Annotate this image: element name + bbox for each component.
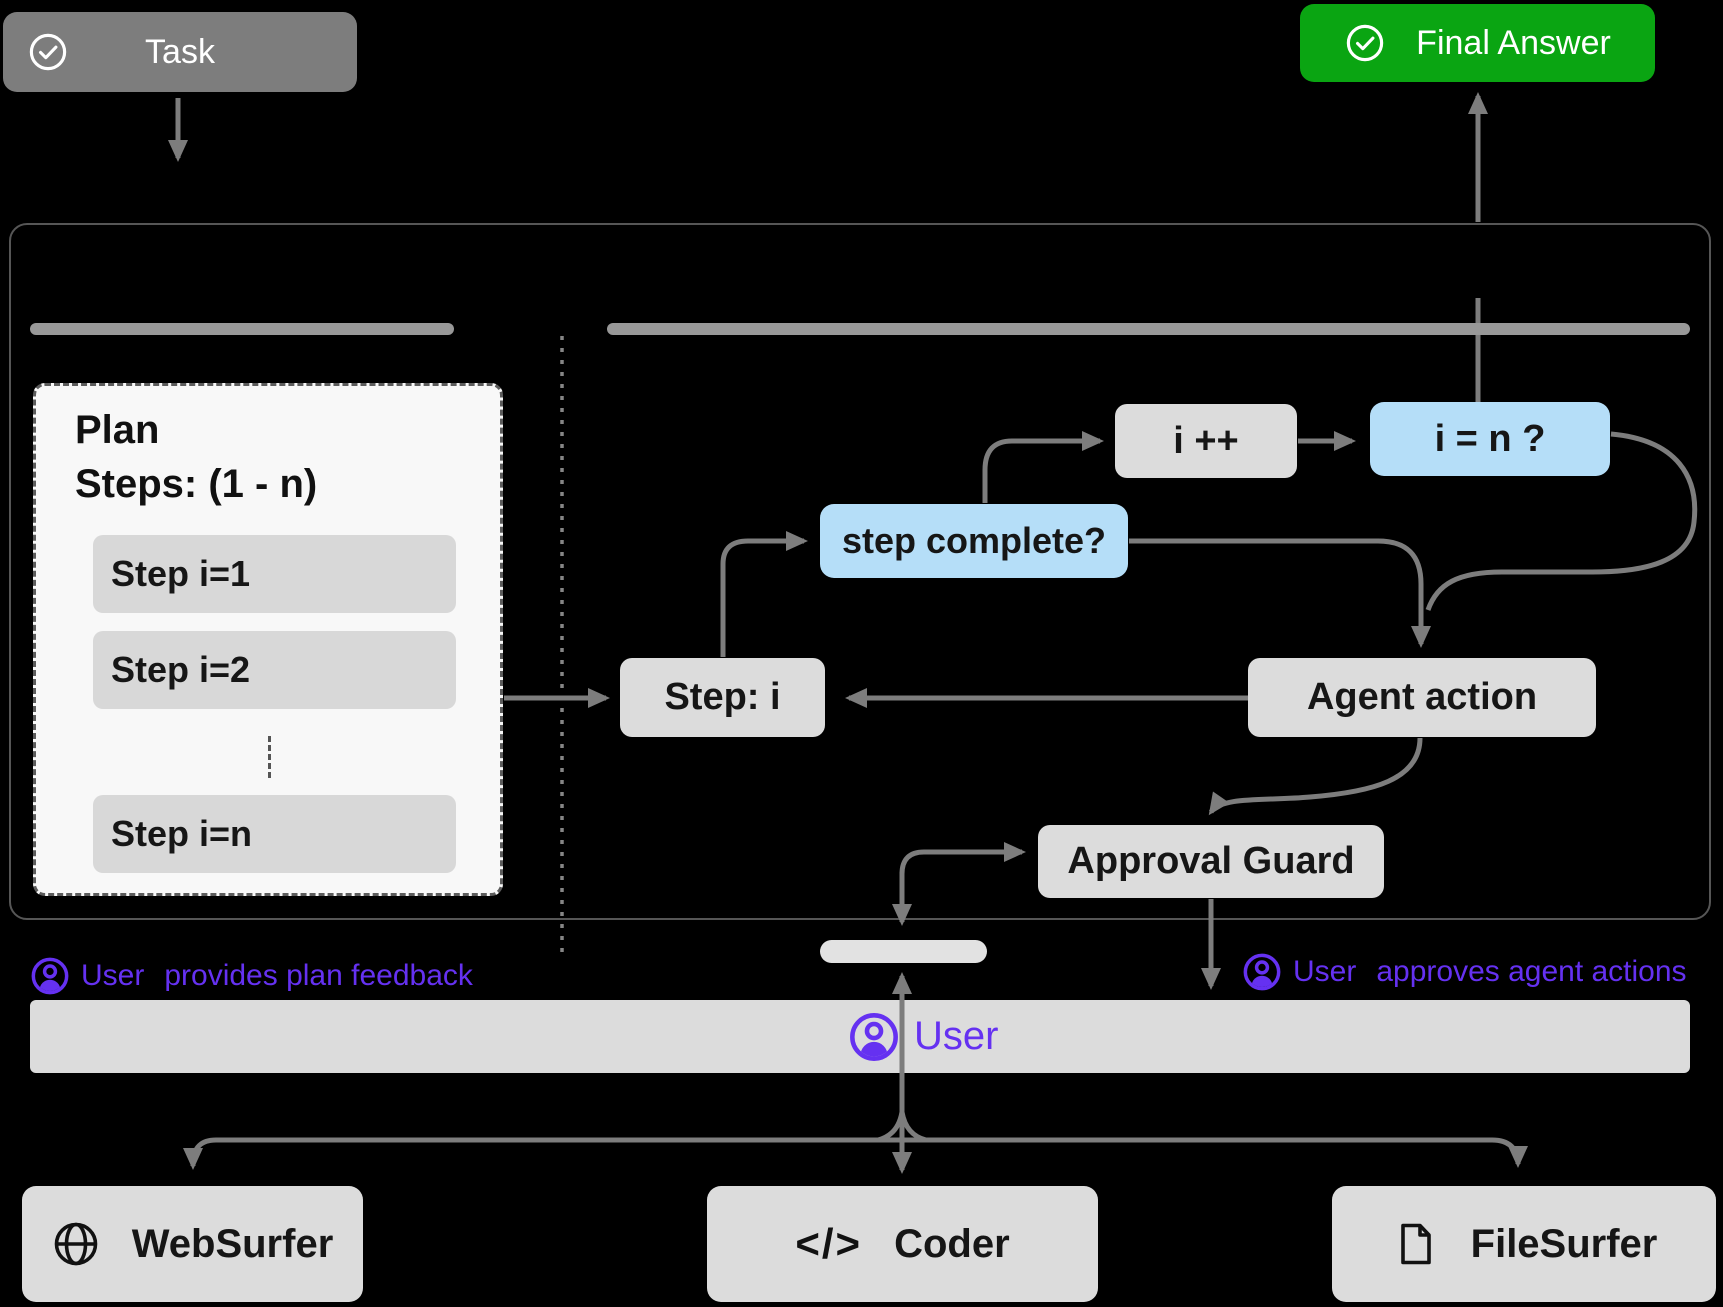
user-circle-icon (30, 956, 70, 996)
caption-text: provides plan feedback (164, 959, 473, 992)
agent-label: Coder (894, 1221, 1010, 1266)
step-i-label: Step: i (664, 676, 781, 718)
approval-guard-box: Approval Guard (1038, 825, 1384, 898)
plan-step-row: Step i=1 (93, 535, 456, 613)
user-gap-pill (820, 940, 987, 963)
orchestrator-container (9, 223, 1711, 920)
section-bar-left (30, 323, 454, 335)
plan-step-label: Step i=2 (111, 649, 251, 690)
increment-box: i ++ (1115, 404, 1297, 478)
user-label-text: User (914, 1014, 999, 1058)
agent-action-box: Agent action (1248, 658, 1596, 737)
user-to-websurfer-arrow (183, 1137, 902, 1170)
plan-step-label: Step i=n (111, 813, 253, 854)
step-complete-box: step complete? (820, 504, 1128, 578)
step-i-box: Step: i (620, 658, 825, 737)
plan-title: Plan (75, 408, 160, 452)
user-circle-icon (848, 1011, 900, 1063)
user-circle-icon (1242, 952, 1282, 992)
check-circle-icon (1344, 22, 1386, 64)
condition-label: i = n ? (1434, 417, 1546, 460)
increment-label: i ++ (1173, 419, 1239, 462)
section-bar-right (607, 323, 1690, 335)
check-circle-icon (27, 31, 69, 73)
plan-step-label: Step i=1 (111, 553, 251, 594)
junction-fillet-left (877, 1111, 905, 1143)
junction-fillet-right (899, 1111, 927, 1143)
plan-subtitle: Steps: (1 - n) (75, 462, 318, 506)
plan-step-row: Step i=n (93, 795, 456, 873)
user-bar: User (30, 1000, 1690, 1073)
approval-guard-label: Approval Guard (1067, 840, 1355, 882)
final-answer-box: Final Answer (1300, 4, 1655, 82)
caption-approve-actions: User approves agent actions (1242, 950, 1687, 994)
final-answer-label: Final Answer (1416, 23, 1611, 62)
agent-box-websurfer: WebSurfer (22, 1186, 363, 1302)
plan-box: Plan Steps: (1 - n) Step i=1 Step i=2 St… (33, 383, 503, 896)
caption-user-word: User (81, 959, 145, 992)
user-label: User (848, 1000, 998, 1073)
agent-label: FileSurfer (1470, 1221, 1658, 1266)
file-icon (1391, 1220, 1439, 1268)
code-icon: </> (795, 1220, 863, 1267)
caption-text: approves agent actions (1376, 955, 1687, 988)
globe-icon (52, 1220, 100, 1268)
agent-action-label: Agent action (1306, 676, 1538, 718)
caption-user-word: User (1293, 955, 1357, 988)
plan-steps-ellipsis (268, 736, 271, 778)
condition-box: i = n ? (1370, 402, 1610, 476)
step-complete-label: step complete? (841, 520, 1107, 561)
agent-box-filesurfer: FileSurfer (1332, 1186, 1716, 1302)
agent-box-coder: </> Coder (707, 1186, 1098, 1302)
caption-plan-feedback: User provides plan feedback (30, 954, 473, 998)
task-label: Task (145, 32, 215, 71)
user-to-filesurfer-arrow (902, 1137, 1528, 1168)
agent-label: WebSurfer (131, 1221, 334, 1266)
task-box: Task (3, 12, 357, 92)
plan-step-row: Step i=2 (93, 631, 456, 709)
